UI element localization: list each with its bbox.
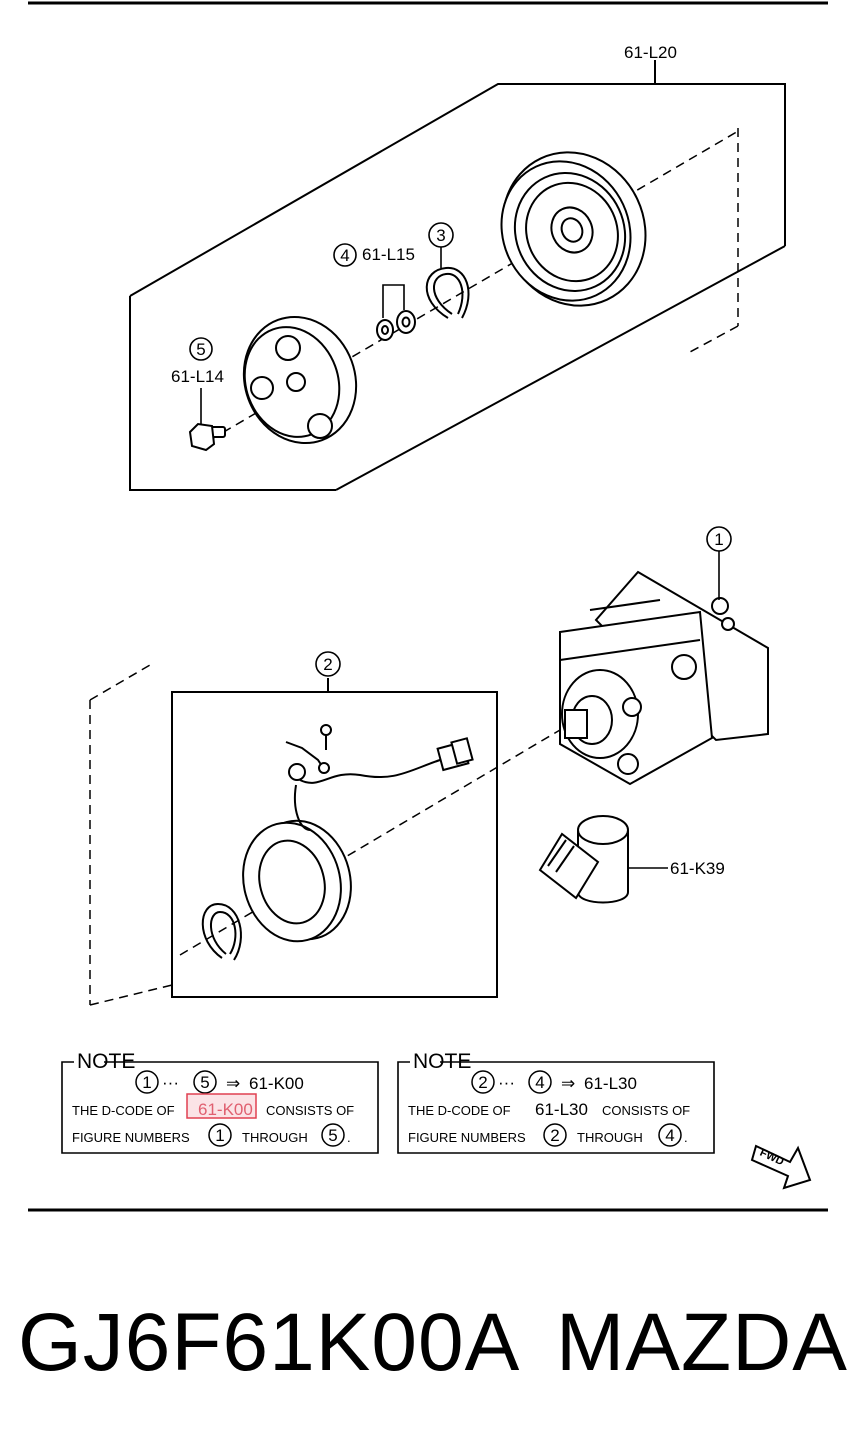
connector-icon (436, 737, 474, 772)
note-1-to: 5 (200, 1073, 209, 1092)
compressor-icon (559, 570, 769, 786)
label-61-L20: 61-L20 (624, 43, 677, 62)
armature-plate-icon (242, 315, 358, 445)
part-number: GJ6F61K00A (18, 1297, 521, 1388)
note-1-line3-from: 1 (215, 1126, 224, 1145)
note-2-line3-from: 2 (550, 1126, 559, 1145)
circle-3-text: 3 (436, 226, 445, 245)
label-61-L15: 61-L15 (362, 245, 415, 264)
field-coil-dashed-outline (89, 664, 561, 1006)
sensor-icon (538, 815, 629, 904)
label-61-K39: 61-K39 (670, 859, 725, 878)
note-1-line2-prefix: THE D-CODE OF (72, 1103, 175, 1118)
snap-ring-icon (425, 266, 470, 319)
footer: GJ6F61K00A MAZDA (18, 1298, 848, 1388)
circle-1 (706, 526, 732, 552)
note-1-line3-end: . (347, 1130, 351, 1145)
ground-screw-icon (285, 724, 332, 774)
note-2-arrow: ⇒ (561, 1074, 575, 1093)
circle-2-text: 2 (323, 655, 332, 674)
circle-4-text: 4 (340, 246, 349, 265)
note-1-line2-suffix: CONSISTS OF (266, 1103, 354, 1118)
clutch-assembly-box (129, 60, 786, 491)
circle-2 (315, 651, 341, 677)
note-1-title: NOTE (77, 1050, 135, 1073)
note-1-line3-mid: THROUGH (242, 1130, 308, 1145)
coil-wire-icon (288, 759, 441, 831)
note-box-1: NOTE 1 ··· 5 ⇒ 61-K00 THE D-CODE OF 61-K… (61, 1050, 379, 1154)
circle-4 (333, 243, 357, 267)
note-2-line2-suffix: CONSISTS OF (602, 1103, 690, 1118)
field-coil-icon (242, 819, 352, 943)
note-1-arrow: ⇒ (226, 1074, 240, 1093)
circle-1-text: 1 (714, 530, 723, 549)
shim-washers-icon (376, 310, 416, 341)
note-2-result: 61-L30 (584, 1074, 637, 1093)
note-1-line3-to: 5 (328, 1126, 337, 1145)
note-box-2: NOTE 2 ··· 4 ⇒ 61-L30 THE D-CODE OF 61-L… (397, 1050, 715, 1154)
parts-diagram: 61-L20 3 4 61-L15 (28, 1, 828, 1212)
note-1-dots: ··· (162, 1073, 179, 1092)
note-2-title: NOTE (413, 1050, 471, 1073)
note-2-from: 2 (478, 1073, 487, 1092)
field-coil-box (171, 678, 498, 998)
note-2-line3-to: 4 (665, 1126, 674, 1145)
note-1-from: 1 (142, 1073, 151, 1092)
bolt-icon (188, 422, 226, 452)
note-2-line2-code: 61-L30 (535, 1100, 588, 1119)
label-61-L14: 61-L14 (171, 367, 224, 386)
note-2-line3-end: . (684, 1130, 688, 1145)
highlight-box (186, 1093, 257, 1119)
note-1-result: 61-K00 (249, 1074, 304, 1093)
note-2-to: 4 (535, 1073, 544, 1092)
pulley-icon (500, 151, 647, 307)
note-2-line3-mid: THROUGH (577, 1130, 643, 1145)
note-2-line3-prefix: FIGURE NUMBERS (408, 1130, 526, 1145)
fwd-arrow-icon: FWD (750, 1144, 812, 1190)
circle-5-text: 5 (196, 340, 205, 359)
note-1-line3-prefix: FIGURE NUMBERS (72, 1130, 190, 1145)
clutch-assembly-dashed-box (209, 128, 741, 441)
circle-5 (189, 337, 213, 361)
note-2-line2-prefix: THE D-CODE OF (408, 1103, 511, 1118)
note-2-dots: ··· (498, 1073, 515, 1092)
coil-snap-ring-icon (201, 902, 242, 961)
note-1-line2-code: 61-K00 (198, 1100, 253, 1119)
brand-name: MAZDA (556, 1297, 848, 1388)
